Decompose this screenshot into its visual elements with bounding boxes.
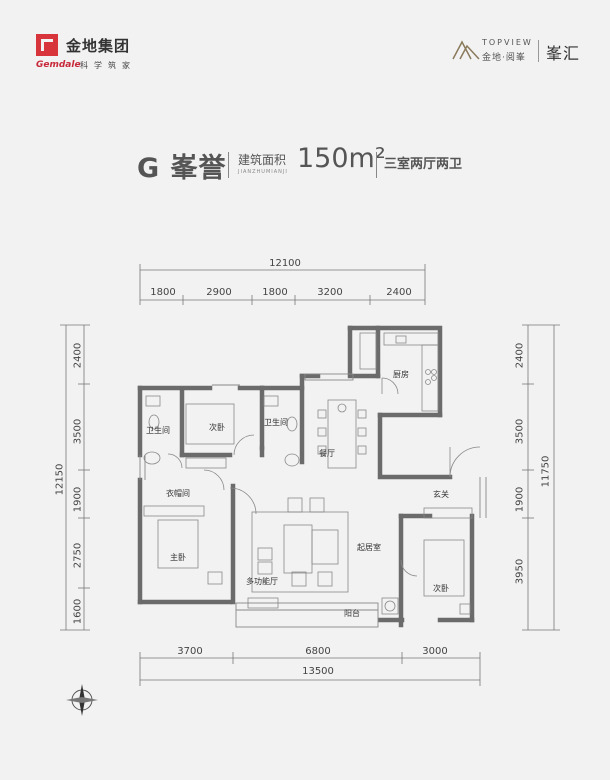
area-value: 150m² [297,143,386,174]
topview-mountain-icon [452,40,480,60]
brand-english: Gemdale [36,60,81,70]
title-divider [376,152,377,178]
dim-bottom-seg: 6800 [305,646,331,657]
dim-top-seg: 1800 [262,287,288,298]
dim-top-seg: 2900 [206,287,232,298]
unit-title: G 峯誉 [137,153,227,184]
room-label-master-bedroom: 主卧 [170,553,186,562]
room-label-balcony: 阳台 [344,609,360,618]
room-label-dining: 餐厅 [319,449,335,458]
room-label-kitchen: 厨房 [393,370,409,379]
walls [137,325,475,628]
living-sofa [229,487,349,593]
layout-type: 三室两厅两卫 [384,157,463,172]
dining-table [317,399,367,469]
dim-top-seg: 2400 [386,287,412,298]
kitchen-fixtures [359,332,439,412]
brand-slogan: 科学筑家 [80,61,136,70]
bathroom-fixtures [143,395,300,469]
dim-top-seg: 3200 [317,287,343,298]
title-divider [228,152,229,178]
dim-top-total: 12100 [269,258,301,269]
entrance-door [449,446,481,478]
compass-icon [66,684,98,716]
project-chinese: 金地·阅峯 [482,53,526,63]
room-label-bathroom: 卫生间 [146,426,170,435]
gemdale-logo: 金地集团 [36,34,130,56]
room-label-foyer: 玄关 [433,490,449,499]
thin-lines [139,373,487,628]
gemdale-logo-icon [36,34,58,56]
bedroom-furniture [143,403,473,615]
balcony-fixtures [247,597,399,615]
project-name: 峯汇 [546,44,581,63]
dim-bottom-total: 13500 [302,666,334,677]
room-label-bathroom: 卫生间 [264,418,288,427]
room-label-closet: 衣帽间 [166,489,190,498]
brand-name: 金地集团 [66,36,131,55]
room-label-bedroom: 次卧 [433,584,449,593]
area-label: 建筑面积 [238,153,287,167]
dim-bottom-seg: 3000 [422,646,448,657]
room-label-living: 起居室 [357,543,381,552]
dimension-lines [60,264,560,686]
room-label-bedroom: 次卧 [209,423,225,432]
project-english: TOPVIEW [482,38,533,47]
header-divider [538,40,539,62]
dim-top-seg: 1800 [150,287,176,298]
room-label-multifunction: 多功能厅 [246,577,278,586]
area-pinyin: JIANZHUMIANJI [238,169,288,175]
dim-bottom-seg: 3700 [177,646,203,657]
